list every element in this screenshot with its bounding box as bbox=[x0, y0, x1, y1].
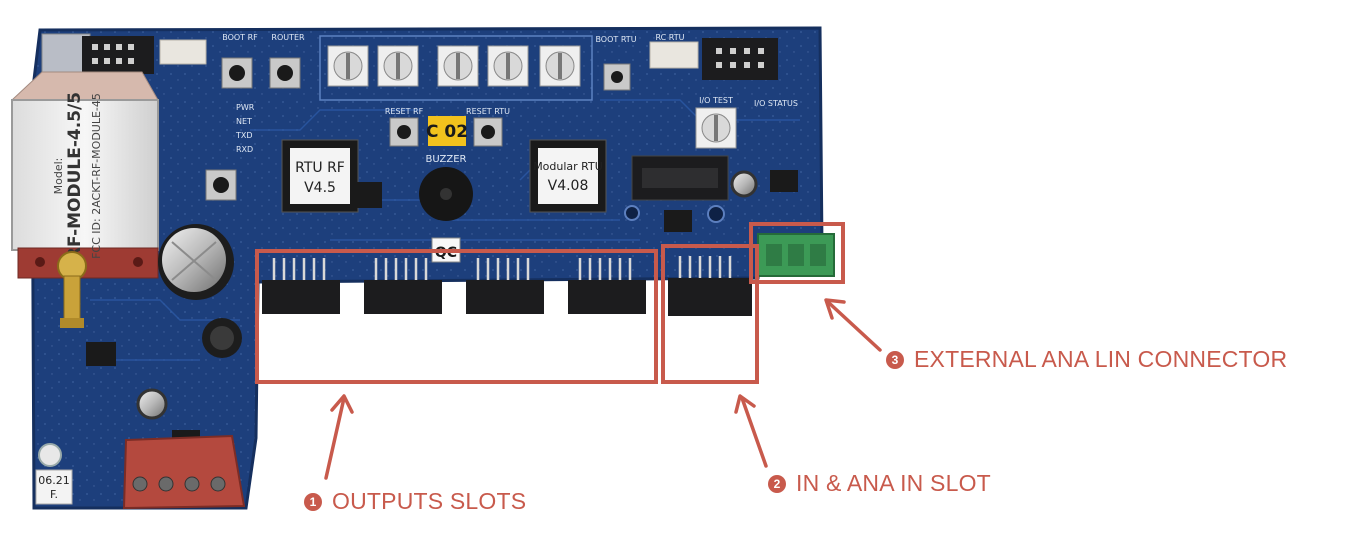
chip-rtu-rf-line2: V4.5 bbox=[304, 180, 336, 196]
silk-io-status: I/O STATUS bbox=[754, 99, 798, 108]
highlight-box-inputs bbox=[661, 244, 759, 384]
callout-number-badge: 1 bbox=[304, 492, 322, 511]
silk-reset-rf: RESET RF bbox=[385, 107, 424, 116]
callout-outputs-slots: 1 OUTPUTS SLOTS bbox=[304, 488, 526, 515]
output-slot-2 bbox=[364, 258, 442, 314]
silk-boot-rtu: BOOT RTU bbox=[595, 35, 636, 44]
arrow-inputs bbox=[734, 394, 768, 468]
pin-header-top-left bbox=[82, 36, 154, 74]
callout-label: EXTERNAL ANA LIN CONNECTOR bbox=[914, 346, 1288, 372]
chip-modular-rtu-line2: V4.08 bbox=[548, 178, 589, 194]
silk-rxd: RXD bbox=[236, 145, 253, 154]
inductor bbox=[202, 318, 242, 358]
green-terminal-block bbox=[757, 233, 835, 277]
push-button-reset-rtu bbox=[473, 117, 503, 147]
electrolytic-capacitor-large bbox=[158, 224, 234, 300]
silk-router: ROUTER bbox=[271, 33, 305, 42]
callout-label: IN & ANA IN SLOT bbox=[796, 470, 991, 496]
code-label: C 02 bbox=[426, 122, 468, 142]
sma-antenna-connector bbox=[57, 251, 87, 328]
date-sticker-line1: 06.21 bbox=[38, 474, 70, 487]
rf-module-fcc-id: FCC ID: 2ACKT-RF-MODULE-45 bbox=[90, 93, 103, 259]
push-button-reset-rf bbox=[389, 117, 419, 147]
buzzer-label: BUZZER bbox=[426, 154, 467, 165]
chip-modular-rtu-line1: Modular RTU bbox=[533, 160, 603, 173]
output-slot-3 bbox=[466, 258, 544, 314]
white-connector-rf bbox=[159, 39, 207, 65]
red-terminal-block bbox=[122, 434, 246, 510]
chip-modular-rtu bbox=[529, 139, 607, 213]
output-slot-4 bbox=[568, 258, 646, 314]
date-sticker bbox=[35, 469, 73, 505]
highlight-box-external-connector bbox=[749, 222, 845, 284]
highlight-box-outputs bbox=[255, 249, 658, 384]
silk-net: NET bbox=[236, 117, 252, 126]
silk-reset-rtu: RESET RTU bbox=[466, 107, 510, 116]
push-button-boot-rf bbox=[221, 57, 253, 89]
rf-module-model-label: Model: bbox=[52, 158, 65, 195]
ic-small bbox=[352, 182, 382, 208]
callout-number-badge: 3 bbox=[886, 350, 904, 369]
ic-small bbox=[770, 170, 798, 192]
callout-external-ana-lin-connector: 3 EXTERNAL ANA LIN CONNECTOR bbox=[886, 346, 1287, 373]
pin-header-rtu bbox=[702, 38, 778, 80]
callout-number-badge: 2 bbox=[768, 474, 786, 493]
rf-module bbox=[10, 71, 159, 279]
silk-pwr: PWR bbox=[236, 103, 255, 112]
buzzer bbox=[419, 167, 473, 221]
rf-module-model-name: RF-MODULE-4.5/5 bbox=[65, 92, 85, 260]
rotary-switch-group bbox=[319, 35, 593, 101]
callout-label: OUTPUTS SLOTS bbox=[332, 488, 527, 514]
silk-rc-rtu: RC RTU bbox=[655, 33, 684, 42]
callout-in-ana-in-slot: 2 IN & ANA IN SLOT bbox=[768, 470, 991, 497]
silk-io-test: I/O TEST bbox=[699, 96, 733, 105]
chip-rtu-rf bbox=[281, 139, 359, 213]
ic-small bbox=[664, 210, 692, 232]
electrolytic-capacitor-small-right bbox=[730, 170, 758, 198]
push-button-left bbox=[205, 169, 237, 201]
electrolytic-capacitor-small bbox=[136, 388, 168, 420]
arrow-external-connector bbox=[824, 298, 882, 352]
code-sticker bbox=[428, 116, 466, 146]
silk-boot-rf: BOOT RF bbox=[222, 33, 258, 42]
ic-small bbox=[86, 342, 116, 366]
input-slot bbox=[668, 256, 752, 316]
push-button-boot-rtu bbox=[603, 63, 631, 91]
output-slot-1 bbox=[262, 258, 340, 314]
rotary-switch-io-test bbox=[695, 107, 737, 149]
push-button-router bbox=[269, 57, 301, 89]
silk-txd: TXD bbox=[235, 131, 253, 140]
arrow-outputs bbox=[324, 394, 354, 480]
date-sticker-line2: F. bbox=[50, 488, 58, 501]
chip-rtu-rf-line1: RTU RF bbox=[295, 160, 345, 176]
white-connector-rtu bbox=[649, 41, 699, 69]
